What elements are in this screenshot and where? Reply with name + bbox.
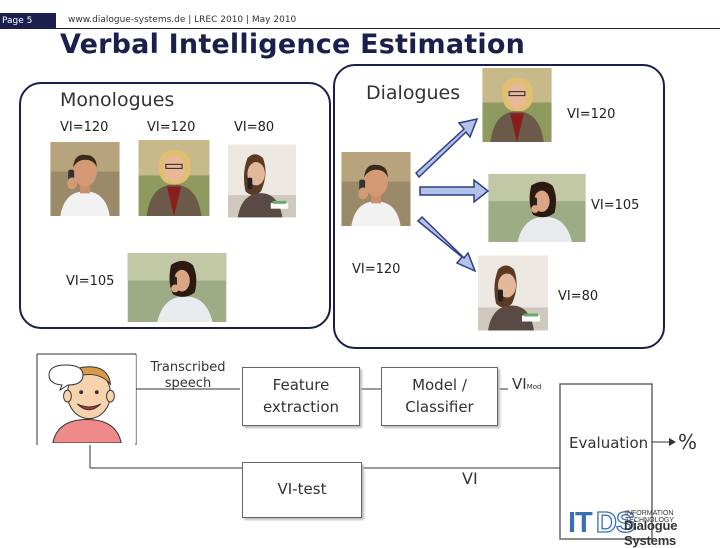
dialogue-arrows — [414, 117, 490, 273]
photo-man — [50, 142, 120, 216]
monologue-vi-3: VI=80 — [234, 120, 275, 135]
svg-text:IT: IT — [568, 507, 593, 536]
vi-label: VI — [462, 469, 478, 488]
source-line: www.dialogue-systems.de | LREC 2010 | Ma… — [68, 15, 297, 25]
photo-phone-woman — [126, 253, 228, 322]
slide-title: Verbal Intelligence Estimation — [60, 29, 526, 60]
svg-text:DS: DS — [596, 507, 635, 536]
vimod-main: VI — [512, 375, 527, 393]
monologues-box — [19, 82, 331, 329]
transcribed-speech-label: Transcribed speech — [150, 360, 226, 391]
arrow-up-icon — [414, 117, 479, 179]
dialogues-label: Dialogues — [366, 82, 461, 104]
vi-test-box: VI-test — [242, 462, 362, 518]
logo-line2: Dialogue Systems — [624, 518, 678, 548]
photo-lying-woman — [228, 143, 296, 219]
itds-logo: IT DS INFORMATION TECHNOLOGY Dialogue Sy… — [568, 502, 718, 548]
photo-blonde-woman — [138, 140, 210, 216]
dialogue-target-vi-3: VI=80 — [558, 289, 599, 304]
arrow-right-icon — [419, 178, 490, 204]
evaluation-label: Evaluation — [569, 434, 649, 452]
vimod-sub: Mod — [526, 383, 542, 391]
monologue-vi-4: VI=105 — [66, 274, 115, 289]
monologues-label: Monologues — [60, 89, 175, 111]
model-classifier-box: Model / Classifier — [381, 367, 498, 426]
vimod-label: VIMod — [512, 375, 541, 393]
pipeline-lines — [36, 353, 676, 540]
monologue-vi-1: VI=120 — [60, 120, 109, 135]
logo-line1: INFORMATION TECHNOLOGY — [625, 510, 675, 524]
header-rule — [0, 28, 720, 29]
speech-bubble-icon — [48, 364, 84, 392]
dialogue-target-vi-1: VI=120 — [567, 107, 616, 122]
feature-extraction-box: Feature extraction — [242, 367, 360, 426]
dialogue-source-vi: VI=120 — [352, 262, 401, 277]
page-label: Page 5 — [0, 13, 56, 29]
monologue-vi-2: VI=120 — [147, 120, 196, 135]
arrow-down-icon — [416, 215, 477, 273]
dialogue-target-vi-2: VI=105 — [591, 198, 640, 213]
percent-label: % — [678, 430, 698, 454]
dialogues-box — [333, 64, 665, 349]
